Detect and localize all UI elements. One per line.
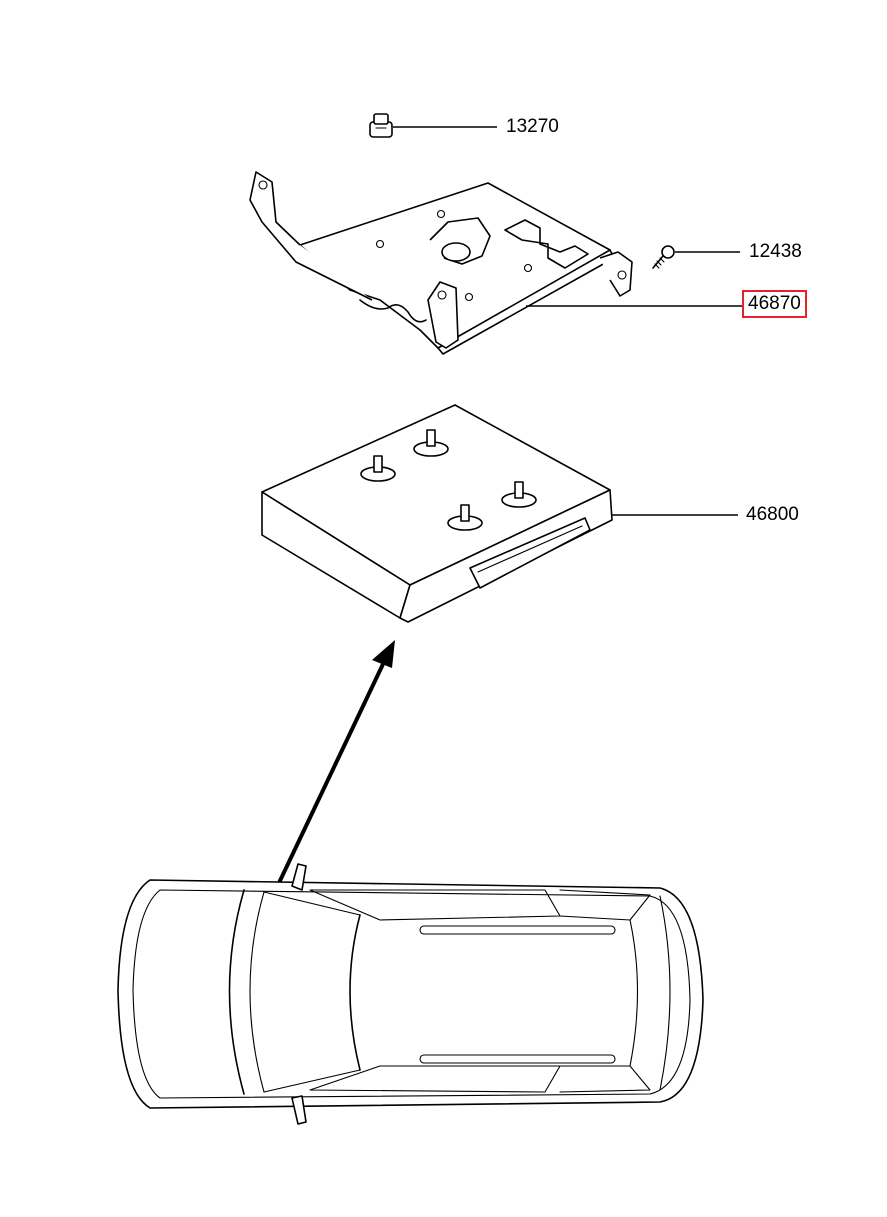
- part-label-46870[interactable]: 46870: [742, 290, 807, 318]
- nut-13270[interactable]: [369, 113, 393, 138]
- part-label-46800[interactable]: 46800: [746, 504, 799, 525]
- screw-12438[interactable]: [652, 245, 675, 269]
- vehicle-top-view: [117, 863, 704, 1125]
- ecu-module-46800[interactable]: [261, 404, 613, 623]
- bracket-46870[interactable]: [249, 171, 633, 355]
- part-label-12438[interactable]: 12438: [749, 241, 802, 262]
- part-label-13270[interactable]: 13270: [506, 116, 559, 137]
